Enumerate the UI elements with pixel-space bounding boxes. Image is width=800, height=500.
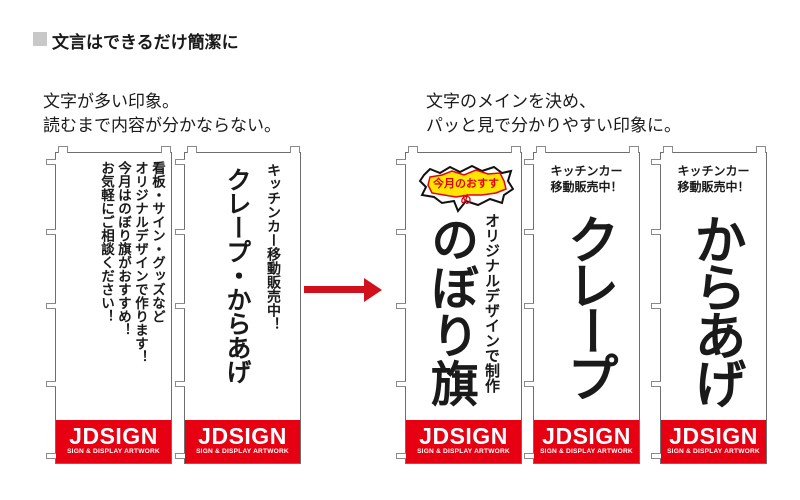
flag1-line-4: お気軽にご相談ください！ [98,161,114,323]
flag3-sub: オリジナルデザインで制作 [483,213,501,393]
badge-label: 今月のおすすめ [433,177,499,206]
brand-tagline: SIGN & DISPLAY ARTWORK [540,448,633,455]
brand-logo: JDSIGN [669,423,758,449]
brand-logo: JDSIGN [198,423,287,449]
brand-logo: JDSIGN [542,423,631,449]
brand-logo: JDSIGN [69,423,158,449]
brand-tagline: SIGN & DISPLAY ARTWORK [196,448,289,455]
title-marker [33,32,47,46]
right-caption-line-2: パッと見で分かりやすい印象に。 [426,116,681,136]
flag4-sub-line-1: キッチンカー [550,164,623,178]
left-caption-line-1: 文字が多い印象。 [43,92,179,112]
flag-before-text-heavy: 看板・サイン・グッズなど オリジナルデザインで作ります！ 今月はのぼり旗がおすす… [46,146,172,464]
flag-after-crepe: キッチンカー 移動販売中！ クレープ JDSIGN SIGN & DISPLAY… [524,146,640,464]
page-title: 文言はできるだけ簡潔に [52,33,239,53]
flag-after-karaage: キッチンカー 移動販売中！ からあげ JDSIGN SIGN & DISPLAY… [651,146,767,464]
brand-band: JDSIGN SIGN & DISPLAY ARTWORK [56,420,171,463]
flag1-line-2: オリジナルデザインで作ります！ [132,161,148,364]
brand-band: JDSIGN SIGN & DISPLAY ARTWORK [185,420,300,463]
brand-logo: JDSIGN [419,423,508,449]
brand-tagline: SIGN & DISPLAY ARTWORK [667,448,760,455]
flag-before-two-items: キッチンカー移動販売中！ クレープ・からあげ JDSIGN SIGN & DIS… [175,146,301,464]
flag1-line-3: 今月はのぼり旗がおすすめ！ [115,161,131,337]
right-caption: 文字のメインを決め、 パッと見で分かりやすい印象に。 [426,90,681,138]
flag5-sub: キッチンカー 移動販売中！ [661,163,766,195]
flag2-main: クレープ・からあげ [223,167,252,383]
flag1-text: 看板・サイン・グッズなど オリジナルデザインで作ります！ 今月はのぼり旗がおすす… [97,161,165,364]
arrow-shaft [304,286,366,293]
arrow-right-icon [364,278,382,302]
flag5-main: からあげ [685,213,745,405]
brand-band: JDSIGN SIGN & DISPLAY ARTWORK [534,420,639,463]
flag3-main: のぼり旗 [422,215,478,407]
flag2-sub: キッチンカー移動販売中！ [265,163,281,331]
brand-tagline: SIGN & DISPLAY ARTWORK [67,448,160,455]
flag5-sub-line-1: キッチンカー [677,164,750,178]
left-caption-line-2: 読むまで内容が分かならない。 [43,116,281,136]
flag-after-nobori: 今月のおすすめ オリジナルデザインで制作 のぼり旗 JDSIGN SIGN & … [396,146,522,464]
brand-band: JDSIGN SIGN & DISPLAY ARTWORK [406,420,521,463]
burst-badge-icon [418,165,514,213]
left-caption: 文字が多い印象。 読むまで内容が分かならない。 [43,90,281,138]
flag4-sub-line-2: 移動販売中！ [550,180,623,194]
flag1-line-1: 看板・サイン・グッズなど [149,161,165,323]
flag4-sub: キッチンカー 移動販売中！ [534,163,639,195]
flag4-main: クレープ [558,213,618,397]
flag5-sub-line-2: 移動販売中！ [677,180,750,194]
right-caption-line-1: 文字のメインを決め、 [426,92,596,112]
brand-band: JDSIGN SIGN & DISPLAY ARTWORK [661,420,766,463]
brand-tagline: SIGN & DISPLAY ARTWORK [417,448,510,455]
